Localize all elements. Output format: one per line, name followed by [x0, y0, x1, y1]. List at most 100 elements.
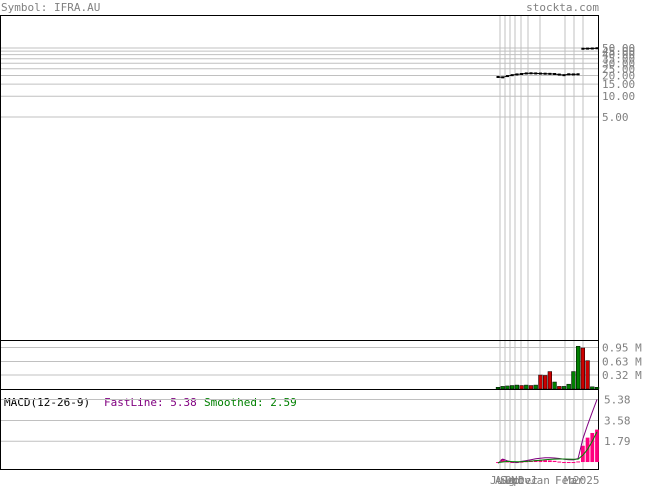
volume-bar — [524, 384, 529, 390]
price-tick-label: 50.00 — [602, 42, 635, 55]
macd-title: MACD(12-26-9) — [4, 396, 90, 409]
macd-panel-frame — [0, 389, 599, 470]
x-tick-label: Jul — [490, 474, 510, 486]
volume-bar — [594, 387, 600, 390]
price-point — [505, 75, 509, 78]
price-point — [496, 75, 500, 78]
macd-fastline-label: FastLine: 5.38 — [104, 396, 197, 409]
macd-histogram-bar — [576, 461, 581, 463]
price-point — [590, 47, 594, 50]
price-point — [538, 72, 542, 75]
x-tick-label: 2025 — [573, 474, 600, 486]
price-tick-label: 30.00 — [602, 57, 635, 70]
price-tick-label: 35.00 — [602, 53, 635, 66]
price-tick-label: 5.00 — [602, 111, 629, 124]
volume-bar — [543, 375, 548, 390]
macd-smoothed-line — [497, 431, 598, 464]
volume-bar — [557, 386, 562, 390]
volume-bar — [514, 384, 519, 390]
price-point — [581, 47, 585, 50]
price-panel-frame — [0, 15, 599, 341]
price-point — [501, 76, 505, 79]
macd-tick-label: 1.79 — [604, 435, 631, 448]
volume-tick-label: 0.32 M — [602, 369, 642, 382]
price-point — [515, 73, 519, 76]
macd-histogram-bar — [500, 459, 505, 463]
price-point — [534, 72, 538, 75]
price-point — [529, 72, 533, 75]
macd-tick-label: 5.38 — [604, 394, 631, 407]
x-tick-label: Dec — [518, 474, 538, 486]
volume-bar — [495, 387, 501, 390]
macd-histogram-bar — [571, 462, 576, 464]
macd-panel: MACD(12-26-9) FastLine: 5.38 Smoothed: 2… — [0, 389, 631, 470]
volume-bar — [590, 386, 595, 390]
price-point — [576, 73, 580, 76]
volume-tick-label: 0.63 M — [602, 356, 642, 369]
volume-bar — [505, 385, 510, 390]
price-point — [548, 72, 552, 75]
price-point — [524, 72, 528, 75]
macd-histogram-bar — [547, 460, 552, 463]
volume-bar — [566, 383, 571, 390]
volume-bar — [547, 371, 552, 390]
price-tick-label: 20.00 — [602, 69, 635, 82]
volume-bar — [585, 360, 590, 390]
macd-histogram-bar — [505, 461, 510, 463]
macd-tick-label: 3.58 — [604, 414, 631, 427]
macd-histogram-bar — [510, 462, 515, 464]
macd-histogram-bar — [566, 462, 571, 464]
macd-histogram-bar — [543, 460, 548, 463]
price-point — [586, 47, 590, 50]
price-point — [520, 72, 524, 75]
volume-bar — [561, 386, 567, 390]
volume-bar — [571, 371, 576, 390]
price-tick-label: 40.00 — [602, 49, 635, 62]
x-tick-label: Sep — [500, 474, 520, 486]
volume-panel: 0.95 M0.63 M0.32 M — [0, 340, 642, 390]
volume-bar — [552, 381, 557, 390]
volume-bar — [528, 385, 534, 390]
price-point — [595, 47, 599, 50]
volume-bar — [519, 385, 524, 390]
price-tick-label: 45.00 — [602, 45, 635, 58]
macd-histogram-bar — [557, 461, 562, 463]
macd-smoothed-label: Smoothed: 2.59 — [204, 396, 297, 409]
volume-bar — [500, 386, 505, 390]
macd-histogram-bar — [562, 462, 566, 464]
volume-bar — [576, 345, 581, 390]
price-tick-label: 10.00 — [602, 90, 635, 103]
price-point — [571, 73, 575, 76]
volume-tick-label: 0.95 M — [602, 342, 642, 355]
x-tick-label: Aug — [495, 474, 515, 486]
x-tick-label: Feb — [555, 474, 575, 486]
macd-histogram-bar — [580, 445, 585, 463]
volume-bar — [533, 384, 538, 390]
volume-bar — [538, 374, 543, 390]
site-name: stockta.com — [526, 1, 599, 14]
macd-histogram-bar — [552, 460, 557, 463]
price-point — [543, 72, 547, 75]
price-panel: 5.00 10.0015.0020.0025.0030.0035.0040.004… — [0, 15, 635, 469]
symbol-label: Symbol: IFRA.AU — [1, 1, 100, 14]
price-tick-label: 25.00 — [602, 63, 635, 76]
macd-histogram-bar — [538, 460, 543, 463]
x-tick-label: Jan — [530, 474, 550, 486]
price-point — [557, 73, 561, 76]
price-line-segment — [578, 49, 583, 75]
volume-bar — [580, 347, 585, 390]
x-tick-label: Mar — [564, 474, 584, 486]
macd-histogram-bar — [595, 429, 599, 463]
macd-histogram-bar — [590, 432, 595, 463]
macd-fastline-line — [497, 399, 598, 464]
volume-bar — [510, 385, 515, 390]
price-point — [553, 72, 557, 75]
x-tick-label: Nov — [511, 474, 531, 486]
price-point — [510, 74, 514, 77]
price-tick-label: 15.00 — [602, 78, 635, 91]
x-tick-label: Oct — [505, 474, 525, 486]
price-point — [562, 74, 566, 77]
price-point — [567, 73, 571, 76]
